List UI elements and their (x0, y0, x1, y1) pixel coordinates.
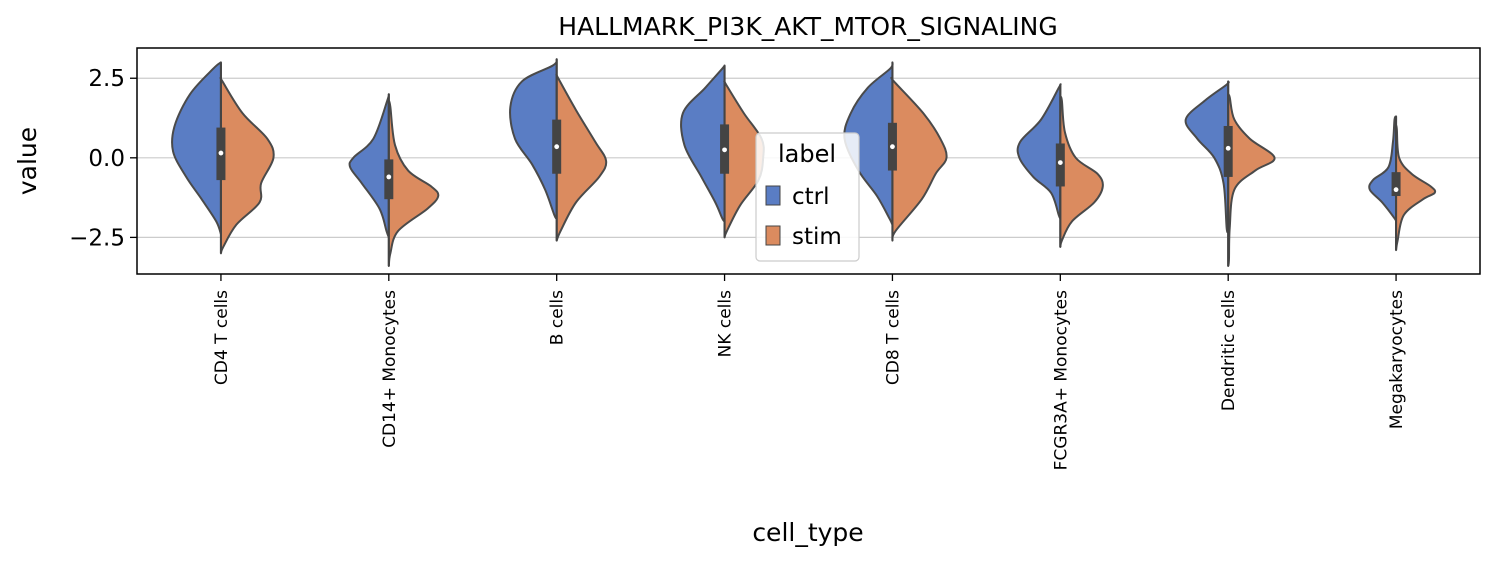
box-median (1057, 160, 1063, 165)
x-axis-label: cell_type (752, 518, 863, 547)
violin-ctrl (1184, 80, 1230, 234)
xtick-label: Megakaryocytes (1387, 290, 1407, 429)
violin-stim (219, 76, 275, 255)
legend-label-ctrl: ctrl (792, 184, 830, 210)
x-axis-ticks: CD4 T cells CD14+ Monocytes B cells NK cell… (212, 274, 1407, 470)
violin-stim (1395, 124, 1437, 252)
violin-ctrl (1368, 115, 1398, 223)
chart-title: HALLMARK_PI3K_AKT_MTOR_SIGNALING (558, 12, 1057, 41)
legend-label-stim: stim (792, 224, 842, 250)
ytick-label: 2.5 (88, 66, 125, 92)
box-median (890, 144, 895, 150)
ytick-label: −2.5 (69, 225, 125, 251)
xtick-label: NK cells (716, 290, 736, 358)
violin-stim (555, 73, 608, 242)
violins (170, 58, 1437, 268)
box-median (218, 150, 224, 156)
violin-ctrl (1016, 83, 1062, 220)
box-median (554, 144, 560, 150)
y-axis-ticks: 2.5 0.0 −2.5 (69, 66, 137, 251)
plot-area-frame (136, 47, 1481, 275)
violin-stim (890, 76, 948, 242)
violin-ctrl (680, 64, 726, 223)
violin-stim (1059, 95, 1104, 248)
violin-stim (387, 99, 440, 268)
box-iqr (1391, 172, 1401, 197)
violin-ctrl (170, 61, 222, 236)
xtick-label: Dendritic cells (1219, 290, 1239, 411)
legend: label ctrl stim (755, 132, 860, 262)
xtick-label: FCGR3A+ Monocytes (1051, 290, 1071, 471)
xtick-label: CD4 T cells (212, 290, 232, 385)
xtick-label: CD14+ Monocytes (380, 290, 400, 448)
legend-title: label (778, 140, 836, 168)
legend-swatch-stim (765, 225, 781, 246)
box-median (1225, 145, 1231, 151)
legend-swatch-ctrl (765, 185, 781, 206)
y-axis-label: value (13, 127, 42, 195)
box-median (722, 147, 727, 153)
violin-stim (1227, 93, 1276, 268)
legend-frame (755, 132, 860, 262)
box-median (386, 174, 392, 180)
box-iqr (1223, 125, 1233, 177)
ytick-label: 0.0 (88, 146, 125, 172)
violin-ctrl (348, 93, 390, 239)
box-median (1393, 187, 1399, 193)
violin-ctrl (509, 58, 558, 220)
xtick-label: CD8 T cells (883, 290, 903, 385)
xtick-label: B cells (548, 290, 568, 345)
